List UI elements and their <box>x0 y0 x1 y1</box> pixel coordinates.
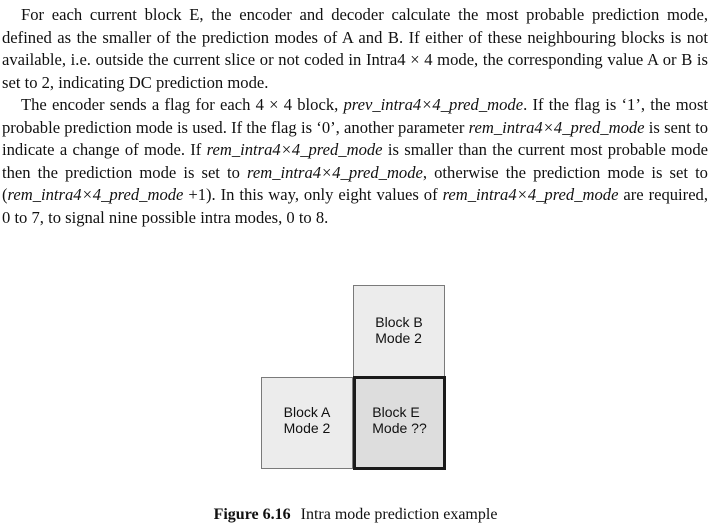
text-run: are required, 0 to 7, to signal nine pos… <box>2 185 709 227</box>
syntax-element-name: rem_intra4×4_pred_mode <box>468 117 645 137</box>
body-text: For each current block E, the encoder an… <box>2 4 708 229</box>
syntax-element-name: prev_intra4×4_pred_mode <box>343 95 524 114</box>
block-a: Block A Mode 2 <box>261 377 353 469</box>
figure-caption: Figure 6.16 Intra mode prediction example <box>0 505 711 525</box>
text-run: is sent to indicate a change of mode. If <box>2 117 708 160</box>
text-run: , otherwise the prediction mode is set t… <box>2 162 708 205</box>
figure-number: Figure 6.16 <box>213 506 291 523</box>
syntax-element-name: rem_intra4×4_pred_mode <box>442 185 619 204</box>
block-e-mode: Mode ?? <box>372 420 427 436</box>
block-b: Block B Mode 2 <box>353 285 445 377</box>
paragraph-most-probable-mode: For each current block E, the encoder an… <box>2 5 708 92</box>
block-a-mode: Mode 2 <box>283 420 331 436</box>
syntax-element-name: rem_intra4×4_pred_mode <box>247 162 423 182</box>
block-e-label: Block E <box>372 404 420 420</box>
text-run: is smaller than the current most probabl… <box>2 140 708 182</box>
block-a-label: Block A <box>283 404 331 420</box>
syntax-element-name: rem_intra4×4_pred_mode <box>206 140 383 159</box>
block-b-mode: Mode 2 <box>375 330 422 346</box>
block-b-label: Block B <box>375 314 423 330</box>
paragraph-flag-signalling: The encoder sends a flag for each 4 × 4 … <box>2 94 708 229</box>
figure-caption-text: Intra mode prediction example <box>300 506 498 523</box>
text-run: The encoder sends a flag for each 4 × 4 … <box>21 95 344 114</box>
text-run: +1). In this way, only eight values of <box>183 185 443 204</box>
syntax-element-name: rem_intra4×4_pred_mode <box>7 185 184 204</box>
text-run: . If the flag is ‘1’, the most probable … <box>2 95 709 137</box>
block-e-current: Block E Mode ?? <box>353 376 446 470</box>
